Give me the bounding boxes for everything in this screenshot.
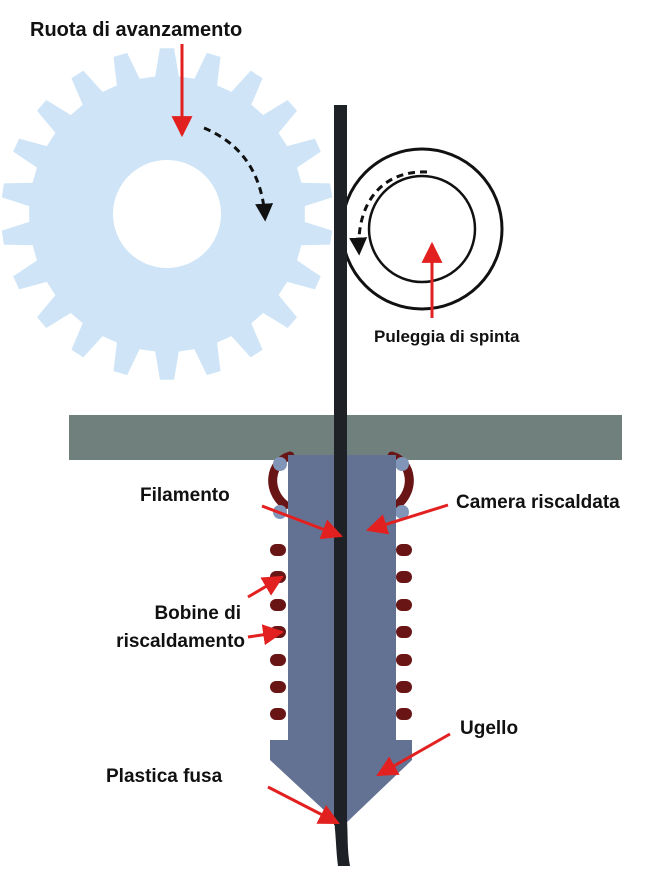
coil-turn-right <box>396 681 412 693</box>
label-coils-line1: Bobine di <box>154 603 241 624</box>
coil-turn-left <box>270 654 286 666</box>
coil-turn-right <box>396 544 412 556</box>
filament <box>334 105 350 866</box>
label-molten: Plastica fusa <box>106 766 223 787</box>
nozzle-arrow <box>376 732 451 777</box>
coil-connector-left-top <box>273 457 287 471</box>
coil-top-left <box>268 451 295 510</box>
molten-arrow <box>267 785 340 825</box>
coil-turn-left <box>270 708 286 720</box>
coil-top-right <box>387 451 414 510</box>
filament-arrow <box>261 504 343 540</box>
label-pulley: Puleggia di spinta <box>374 327 520 346</box>
molten-plastic-drip <box>334 820 350 866</box>
pinch-pulley <box>340 147 504 311</box>
gear-rotation-arrow <box>203 126 274 222</box>
label-coils-line2: riscaldamento <box>116 631 245 652</box>
coil-turn-right <box>396 599 412 611</box>
drive-gear <box>1 48 333 380</box>
coil-turn-right <box>396 571 412 583</box>
coil-turn-left <box>270 599 286 611</box>
pulley-inner-ring <box>367 174 477 284</box>
label-filament: Filamento <box>140 485 230 506</box>
coils-arrow-upper <box>247 575 284 599</box>
coil-turn-left <box>270 544 286 556</box>
chamber-arrow <box>365 503 449 535</box>
coil-connector-right-bottom <box>395 505 409 519</box>
coils-arrow-lower <box>247 624 285 646</box>
pulley-rotation-arrow <box>349 170 428 256</box>
label-chamber: Camera riscaldata <box>456 492 620 513</box>
coil-turn-left <box>270 681 286 693</box>
coil-connector-right-top <box>395 457 409 471</box>
heater-coils <box>268 451 414 720</box>
filament-strand <box>334 105 347 825</box>
coil-turn-right <box>396 708 412 720</box>
label-nozzle: Ugello <box>460 718 518 739</box>
label-gear: Ruota di avanzamento <box>30 19 242 41</box>
gear-hole <box>113 160 221 268</box>
callout-arrows <box>171 44 451 825</box>
coil-turn-right <box>396 626 412 638</box>
coil-turn-right <box>396 654 412 666</box>
